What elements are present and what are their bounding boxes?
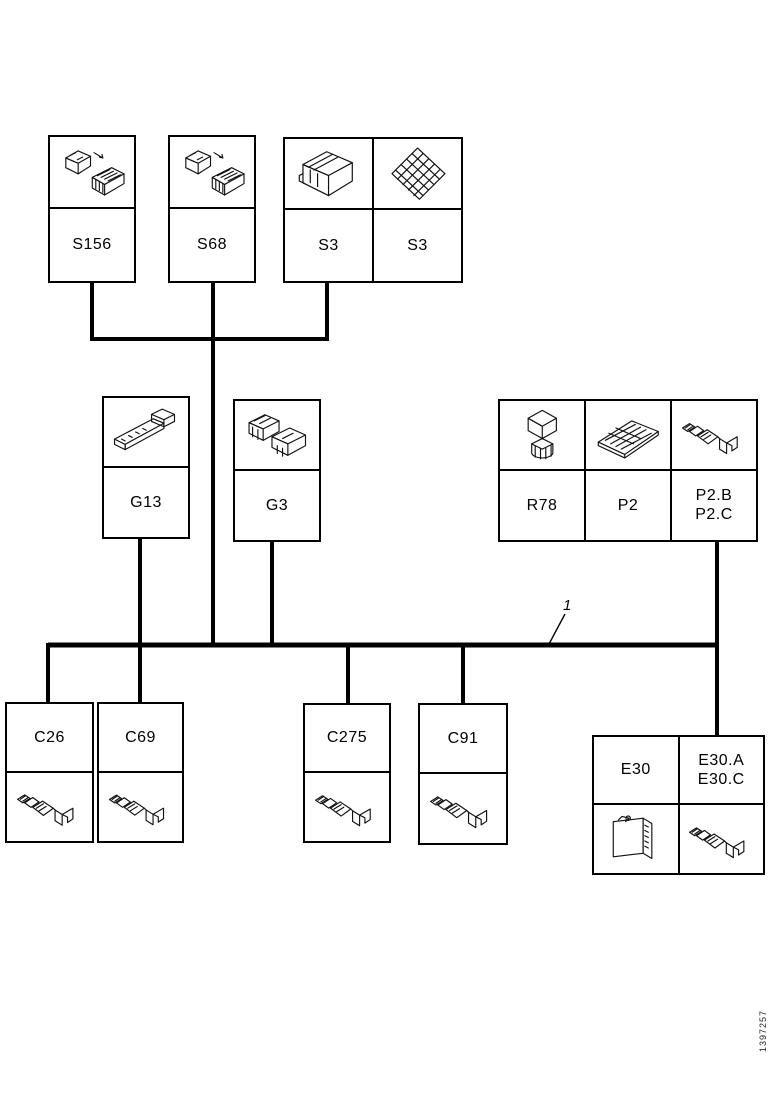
component-box-s156: S156 bbox=[48, 135, 136, 283]
cable-terminal-icon bbox=[314, 794, 371, 827]
component-label-s3a: S3 bbox=[318, 236, 339, 254]
component-label-p2: P2 bbox=[617, 496, 639, 514]
g3-illustration-cell bbox=[235, 401, 319, 471]
component-box-s3-group: S3 S3 bbox=[283, 137, 463, 283]
relay-cube-icon bbox=[527, 409, 557, 460]
s3-column-a: S3 bbox=[285, 139, 374, 281]
s3a-illustration-cell bbox=[285, 139, 372, 210]
control-module-icon bbox=[612, 815, 653, 859]
component-label-e30c: E30.C bbox=[697, 771, 745, 788]
component-box-c275: C275 bbox=[303, 703, 391, 843]
c26-illustration-cell bbox=[7, 773, 92, 842]
component-label-g13: G13 bbox=[130, 493, 162, 511]
c275-illustration-cell bbox=[305, 773, 389, 841]
s156-illustration-cell bbox=[50, 137, 134, 209]
p2-column: P2 bbox=[586, 401, 672, 540]
component-label-c275: C275 bbox=[326, 729, 368, 747]
callout-leader-line bbox=[548, 613, 566, 645]
component-box-g3: G3 bbox=[233, 399, 321, 542]
component-box-c91: C91 bbox=[418, 703, 508, 845]
c69-illustration-cell bbox=[99, 773, 182, 842]
relay-with-socket-icon bbox=[184, 150, 245, 196]
component-box-c26: C26 bbox=[5, 702, 94, 843]
component-label-p2b: P2.B bbox=[695, 487, 733, 505]
r78-column: R78 bbox=[500, 401, 586, 540]
component-label-c26: C26 bbox=[34, 728, 65, 746]
e30-illustration-cell bbox=[594, 805, 678, 873]
component-label-s68: S68 bbox=[197, 236, 227, 254]
connector-blocks-icon bbox=[248, 413, 306, 457]
relay-with-socket-icon bbox=[64, 150, 125, 196]
component-box-s68: S68 bbox=[168, 135, 256, 283]
component-label-c91: C91 bbox=[447, 729, 479, 747]
p2-illustration-cell bbox=[586, 401, 670, 471]
component-label-s3b: S3 bbox=[407, 236, 428, 254]
e30-column: E30 bbox=[594, 737, 680, 873]
s68-illustration-cell bbox=[170, 137, 254, 209]
drawing-number: 1397257 bbox=[758, 1009, 768, 1053]
relay-block-icon bbox=[298, 150, 353, 197]
component-label-g3: G3 bbox=[265, 496, 289, 514]
c91-illustration-cell bbox=[420, 774, 506, 843]
component-label-s156: S156 bbox=[72, 236, 112, 254]
component-label-c69: C69 bbox=[125, 728, 156, 746]
e30ac-illustration-cell bbox=[680, 805, 764, 873]
cable-terminal-icon bbox=[429, 796, 488, 829]
contact-plate-icon bbox=[391, 147, 446, 200]
cable-terminal-icon bbox=[16, 794, 74, 827]
component-box-relay-panel-group: R78 P2 P2.B P2.C bbox=[498, 399, 758, 542]
p2bc-illustration-cell bbox=[672, 401, 756, 471]
component-box-g13: G13 bbox=[102, 396, 190, 539]
component-box-e30-group: E30 E30.A E30.C bbox=[592, 735, 765, 875]
cable-terminal-icon bbox=[689, 827, 745, 858]
cable-terminal-icon bbox=[108, 794, 164, 826]
component-label-e30a: E30.A bbox=[698, 751, 745, 769]
callout-number: 1 bbox=[563, 597, 572, 614]
component-box-c69: C69 bbox=[97, 702, 184, 843]
e30ac-column: E30.A E30.C bbox=[679, 737, 764, 873]
p2bc-column: P2.B P2.C bbox=[672, 401, 756, 540]
circuit-board-icon bbox=[597, 420, 659, 459]
r78-illustration-cell bbox=[500, 401, 584, 471]
s3-column-b: S3 bbox=[374, 139, 461, 281]
s3b-illustration-cell bbox=[374, 139, 461, 210]
component-label-r78: R78 bbox=[526, 496, 558, 514]
component-label-p2c: P2.C bbox=[695, 506, 733, 524]
cable-terminal-icon bbox=[681, 422, 738, 454]
g13-illustration-cell bbox=[104, 398, 188, 468]
terminal-rail-icon bbox=[113, 408, 175, 450]
component-label-e30: E30 bbox=[620, 761, 651, 779]
